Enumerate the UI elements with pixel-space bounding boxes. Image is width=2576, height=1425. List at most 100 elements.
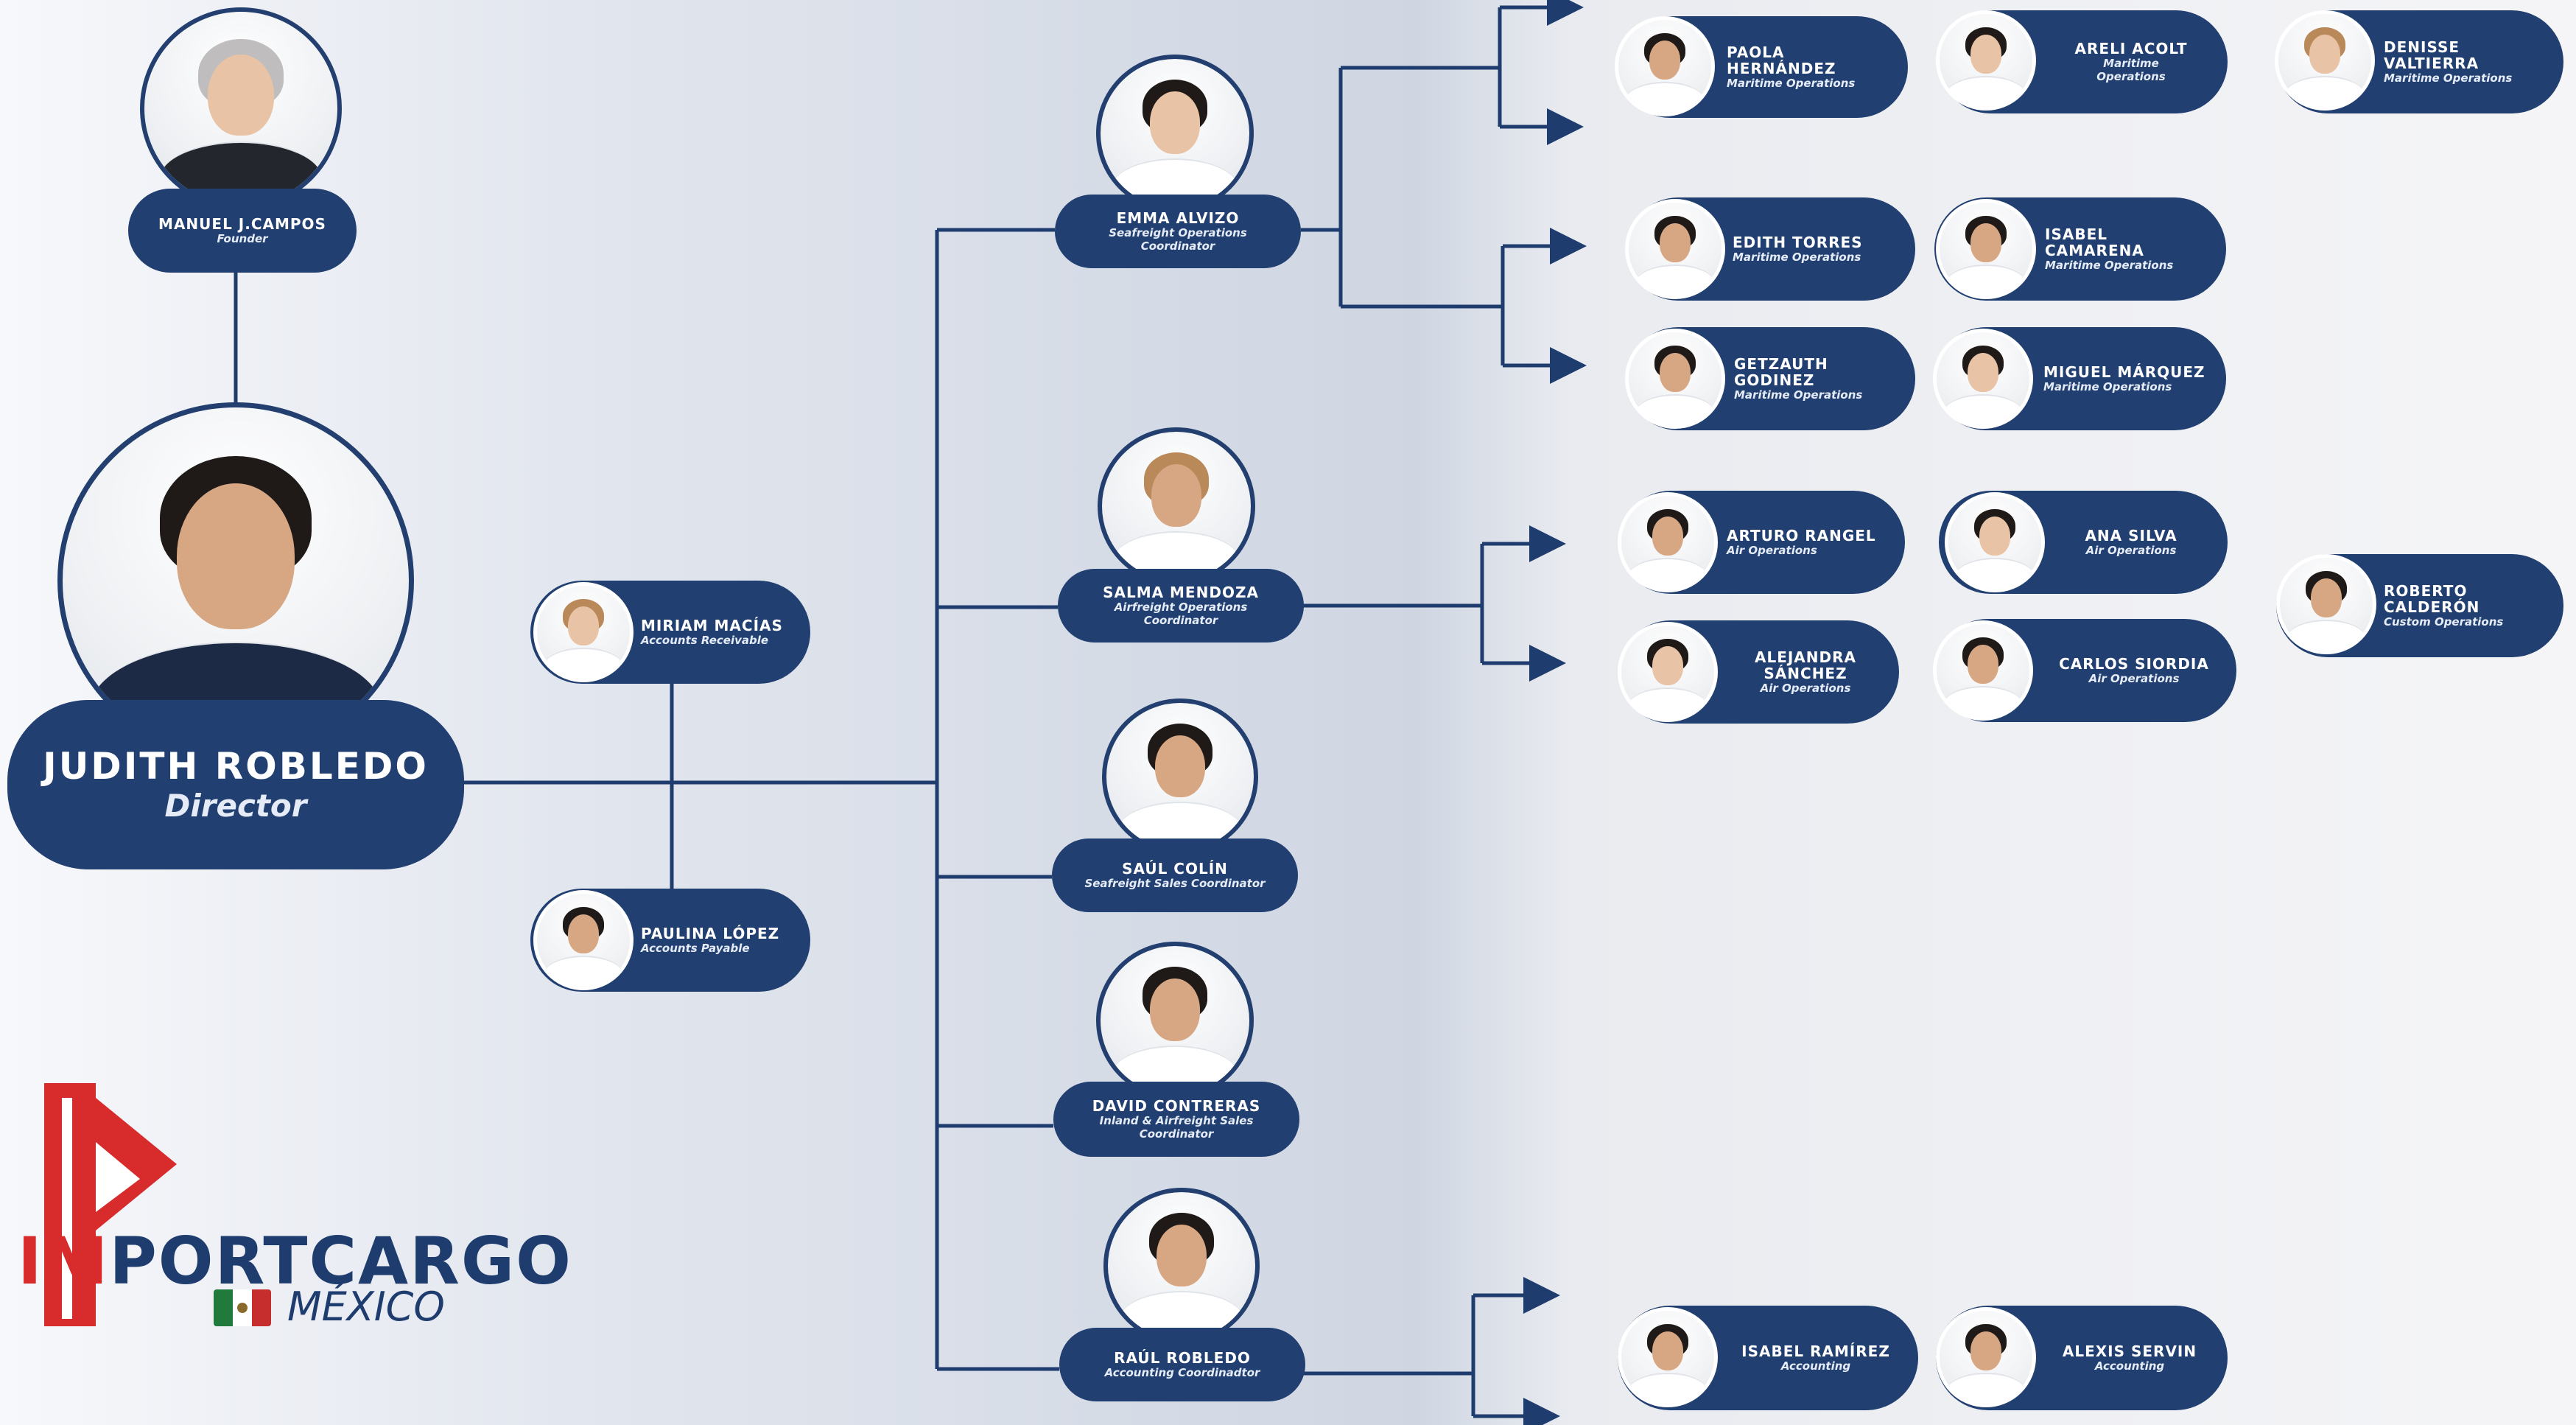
staff-photo (1936, 1307, 2036, 1407)
body-shape (1629, 687, 1707, 718)
body-shape (1944, 393, 2022, 425)
coordinator-photo-raul (1103, 1188, 1260, 1344)
body-shape (1626, 81, 1704, 113)
staff-name: ARELI ACOLT (2074, 40, 2188, 57)
face-shape (1967, 644, 1999, 684)
coordinator-photo-saul (1102, 699, 1258, 855)
staff-name: ISABEL CAMARENA (2045, 225, 2144, 259)
coordinator-photo-emma (1096, 55, 1254, 212)
face-shape (177, 483, 295, 629)
staff-photo (1936, 199, 2036, 299)
coordinator-name: RAÚL ROBLEDO (1114, 1349, 1251, 1367)
staff-photo (2275, 10, 2375, 111)
face-shape (1659, 352, 1691, 392)
staff-photo (1933, 620, 2033, 721)
staff-photo (1625, 199, 1725, 299)
logo-wordmark-rest: PORTCARGO (109, 1223, 572, 1299)
staff-name: ANA SILVA (2085, 527, 2177, 545)
body-shape (1629, 1372, 1707, 1404)
staff-name: ARTURO RANGEL (1727, 527, 1876, 545)
staff-role: Maritime Operations (1733, 251, 1861, 264)
founder-label: MANUEL J.CAMPOS Founder (128, 189, 357, 273)
body-shape (1947, 75, 2025, 107)
director-label: JUDITH ROBLEDO Director (7, 700, 464, 869)
mexico-flag-icon (214, 1289, 271, 1326)
staff-photo (1625, 329, 1725, 429)
staff-name: MIGUEL MÁRQUEZ (2043, 363, 2205, 381)
staff-name: ROBERTO CALDERÓN (2384, 582, 2480, 616)
founder-photo (140, 7, 342, 209)
staff-name: PAOLA HERNÁNDEZ (1727, 43, 1836, 77)
face-shape (1157, 1225, 1207, 1286)
staff-photo (2276, 554, 2376, 654)
importcargo-logo: IMPORTCARGO MÉXICO (15, 1083, 575, 1334)
face-shape (1155, 735, 1205, 797)
staff-name: ISABEL RAMÍREZ (1741, 1342, 1890, 1360)
staff-photo (1618, 1307, 1718, 1407)
coordinator-photo-salma (1098, 427, 1255, 585)
logo-wordmark: IMPORTCARGO (18, 1223, 572, 1299)
face-shape (208, 54, 274, 136)
body-shape (1956, 557, 2034, 589)
staff-role: Maritime Operations (2045, 259, 2174, 272)
staff-name: EDITH TORRES (1733, 234, 1863, 251)
body-shape (1629, 557, 1707, 589)
face-shape (1659, 223, 1691, 262)
coordinator-label-raul: RAÚL ROBLEDO Accounting Coordinadtor (1059, 1328, 1305, 1401)
staff-role: Air Operations (2088, 672, 2180, 685)
coordinator-name: SALMA MENDOZA (1103, 584, 1259, 601)
coordinator-name: SAÚL COLÍN (1122, 860, 1228, 878)
coordinator-role: Airfreight Operations Coordinator (1114, 601, 1248, 627)
coordinator-role: Accounting Coordinadtor (1104, 1366, 1260, 1379)
body-shape (2287, 619, 2365, 651)
face-shape (1970, 34, 2002, 74)
staff-name: CARLOS SIORDIA (2059, 655, 2209, 673)
staff-role: Maritime Operations (1727, 77, 1856, 90)
face-shape (2309, 34, 2341, 74)
face-shape (1149, 978, 1201, 1042)
body-shape (1947, 264, 2025, 295)
founder-name: MANUEL J.CAMPOS (158, 215, 326, 233)
logo-country: MÉXICO (287, 1284, 445, 1330)
staff-photo (1615, 16, 1715, 116)
staff-role: Maritime Operations (1734, 388, 1863, 402)
staff-photo (1618, 622, 1718, 722)
director-photo (57, 402, 414, 759)
face-shape (1151, 464, 1202, 528)
body-shape (1944, 685, 2022, 717)
body-shape (1947, 1372, 2025, 1404)
logo-mark-icon (44, 1083, 177, 1326)
face-shape (1149, 91, 1201, 155)
director-role: Director (164, 788, 307, 824)
staff-name: ALEXIS SERVIN (2062, 1342, 2197, 1360)
staff-name: DENISSE VALTIERRA (2384, 38, 2480, 72)
staff-role: Accounting (1780, 1359, 1851, 1373)
staff-photo (1618, 492, 1718, 592)
staff-name: GETZAUTH GODINEZ (1734, 355, 1828, 389)
face-shape (1649, 40, 1681, 80)
face-shape (1967, 352, 1999, 392)
coordinator-label-saul: SAÚL COLÍN Seafreight Sales Coordinator (1052, 838, 1298, 912)
staff-role: Air Operations (2085, 544, 2177, 557)
founder-role: Founder (217, 232, 268, 245)
coordinator-role: Inland & Airfreight Sales Coordinator (1099, 1114, 1254, 1141)
staff-role: Custom Operations (2384, 615, 2504, 629)
face-shape (2310, 578, 2342, 617)
staff-role: Air Operations (1760, 682, 1851, 695)
body-shape (1636, 393, 1714, 425)
coordinator-role: Seafreight Sales Coordinator (1084, 877, 1266, 890)
staff-photo (1945, 492, 2045, 592)
logo-wordmark-im: IM (18, 1223, 110, 1299)
staff-role: Maritime Operations (2384, 71, 2513, 85)
face-shape (1970, 223, 2002, 262)
accounts-role: Accounts Receivable (641, 634, 769, 647)
coordinator-role: Seafreight Operations Coordinator (1109, 226, 1247, 253)
coordinator-photo-david (1096, 942, 1254, 1099)
face-shape (567, 606, 600, 645)
coordinator-label-salma: SALMA MENDOZA Airfreight Operations Coor… (1058, 569, 1304, 643)
staff-photo (1936, 10, 2036, 111)
director-name: JUDITH ROBLEDO (43, 745, 429, 788)
accounts-name: MIRIAM MACÍAS (641, 617, 783, 634)
face-shape (1979, 516, 2011, 556)
accounts-role: Accounts Payable (641, 942, 750, 955)
